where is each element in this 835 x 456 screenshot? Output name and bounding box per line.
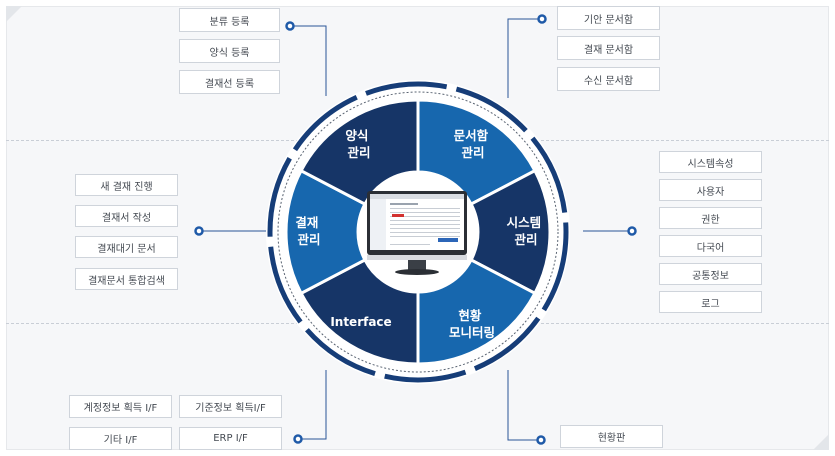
connector-lines [199,18,632,441]
connector-dots [194,14,637,445]
item-box: 양식 등록 [179,39,280,63]
monitor-stand [395,269,439,275]
item-box: 결재대기 문서 [75,236,178,258]
connector-top-right [507,18,542,98]
item-box: 공통정보 [659,263,762,285]
connector-dot [285,21,295,31]
monitor-icon [367,191,467,275]
segment-system [469,168,552,296]
connector-dot [536,435,546,445]
connector-dot [293,434,303,444]
connector-dot [194,226,204,236]
connector-top-left [290,25,327,96]
segment-label-interface: Interface [330,315,391,329]
item-box: 결재문서 통합검색 [75,268,178,290]
item-box: 기준정보 획득I/F [179,395,282,418]
item-box: 수신 문서함 [557,67,660,91]
item-box: 기안 문서함 [557,6,660,30]
segment-label-gyeoljae: 결재 관리 [295,215,322,247]
item-box: 현황판 [560,425,663,448]
item-box: 분류 등록 [179,8,280,32]
monitor-neck [408,260,426,270]
item-box: 기타 I/F [69,427,172,450]
connector-bottom-right [507,370,541,441]
item-box: 결재서 작성 [75,205,178,227]
segment-label-munseo: 문서함 관리 [454,128,493,160]
item-box: 로그 [659,291,762,313]
item-box: 결재 문서함 [557,36,660,60]
item-box: 다국어 [659,235,762,257]
item-box: 사용자 [659,179,762,201]
outer-ring [267,81,569,383]
corner-decoration [6,6,22,22]
segment-yangsik [299,98,420,207]
inner-dotted-ring [277,91,559,373]
item-box: ERP I/F [179,427,282,450]
corner-decoration [813,434,829,450]
monitor-chin [367,255,467,260]
segment-label-system: 시스템 관리 [507,215,546,247]
segment-label-hyunhwang: 현황 모니터링 [449,308,495,340]
segment-label-yangsik: 양식 관리 [345,128,372,160]
item-box: 계정정보 획득 I/F [69,395,172,418]
item-box: 권한 [659,207,762,229]
segment-ring [284,98,552,366]
connector-dot [537,14,547,24]
item-box: 새 결재 진행 [75,174,178,196]
connector-dot [627,226,637,236]
segment-gyeoljae [284,168,367,296]
item-box: 결재선 등록 [179,70,280,94]
connector-bottom-left [298,370,327,440]
item-box: 시스템속성 [659,151,762,173]
